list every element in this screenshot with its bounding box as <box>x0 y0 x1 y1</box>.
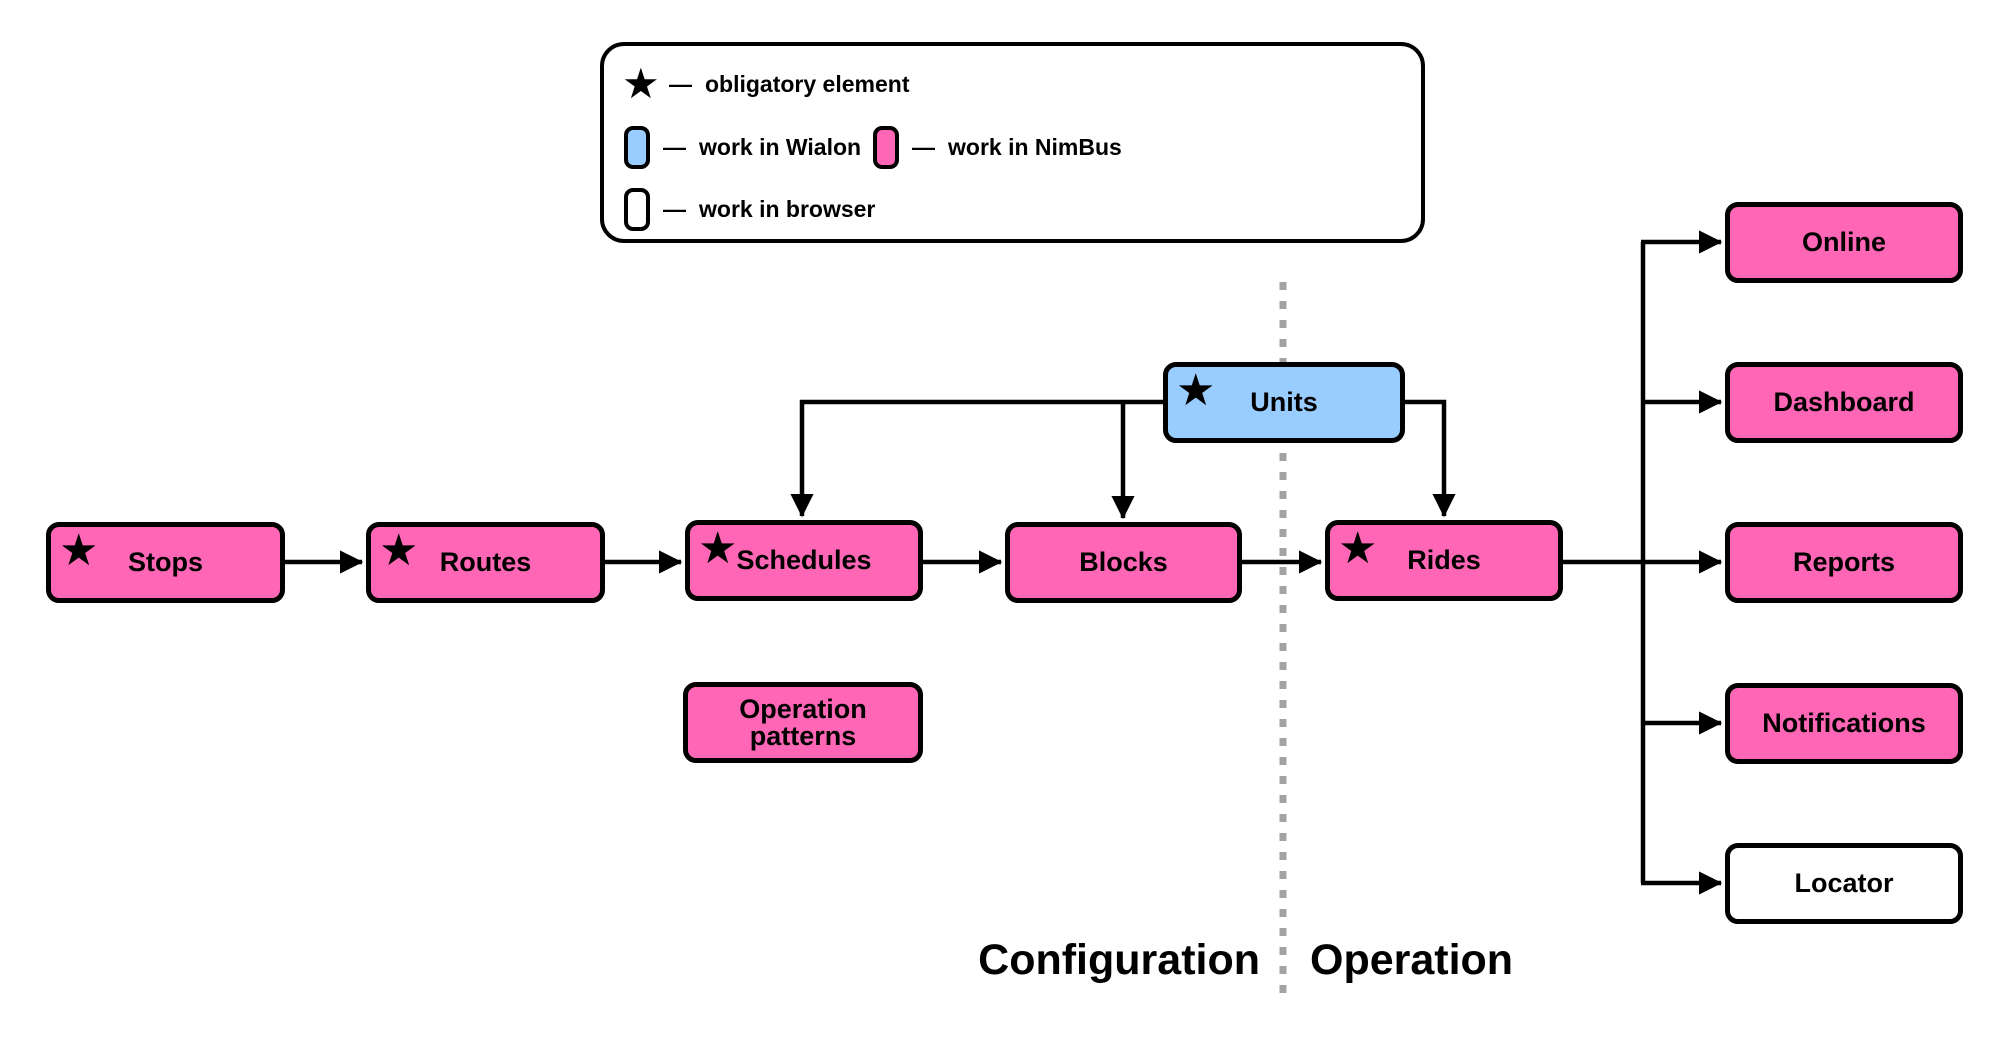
node-label: Operation patterns <box>739 693 867 751</box>
node-dashboard: Dashboard <box>1725 362 1963 443</box>
star-icon: ★ <box>1338 524 1378 573</box>
legend-label-obligatory: obligatory element <box>705 70 910 97</box>
section-title-operation: Operation <box>1310 936 1514 984</box>
section-title-configuration: Configuration <box>978 936 1260 984</box>
node-rides: ★ Rides <box>1325 520 1563 601</box>
node-label: Locator <box>1794 868 1894 898</box>
node-stops: ★ Stops <box>46 522 285 603</box>
node-label: Blocks <box>1079 547 1168 577</box>
node-label: Notifications <box>1762 708 1926 738</box>
node-reports: Reports <box>1725 522 1963 603</box>
node-locator: Locator <box>1725 843 1963 924</box>
node-label: Routes <box>439 547 532 577</box>
star-icon: ★ <box>698 524 738 573</box>
wialon-color-swatch <box>624 125 650 169</box>
star-icon: ★ <box>622 60 660 107</box>
node-label: Units <box>1250 387 1318 417</box>
node-notifications: Notifications <box>1725 683 1963 764</box>
legend-box: ★ — obligatory element — work in Wialon … <box>600 42 1425 243</box>
node-label: Online <box>1801 227 1886 257</box>
node-routes: ★ Routes <box>366 522 605 603</box>
legend-dash: — <box>669 70 692 97</box>
nimbus-color-swatch <box>873 125 899 169</box>
node-schedules: ★ Schedules <box>685 520 923 601</box>
legend-row-wialon: — work in Wialon <box>624 124 861 170</box>
legend-label-nimbus: work in NimBus <box>948 133 1122 160</box>
node-units: ★ Units <box>1163 362 1405 443</box>
node-label: Reports <box>1792 547 1895 577</box>
legend-row-browser: — work in browser <box>624 186 875 232</box>
star-icon: ★ <box>379 526 419 575</box>
legend-label-wialon: work in Wialon <box>699 133 862 160</box>
node-operation-patterns: Operation patterns <box>683 682 923 763</box>
browser-color-swatch <box>624 187 650 231</box>
legend-dash: — <box>663 133 686 160</box>
node-label: Schedules <box>736 545 872 575</box>
node-label: Dashboard <box>1773 387 1915 417</box>
legend-label-browser: work in browser <box>699 195 876 222</box>
legend-dash: — <box>912 133 935 160</box>
star-icon: ★ <box>59 526 99 575</box>
legend-row-nimbus: — work in NimBus <box>873 124 1122 170</box>
node-label: Rides <box>1407 545 1481 575</box>
legend-dash: — <box>663 195 686 222</box>
star-icon: ★ <box>1176 366 1216 415</box>
node-label: Stops <box>127 547 203 577</box>
node-online: Online <box>1725 202 1963 283</box>
node-blocks: Blocks <box>1005 522 1242 603</box>
legend-row-obligatory: ★ — obligatory element <box>622 61 909 107</box>
